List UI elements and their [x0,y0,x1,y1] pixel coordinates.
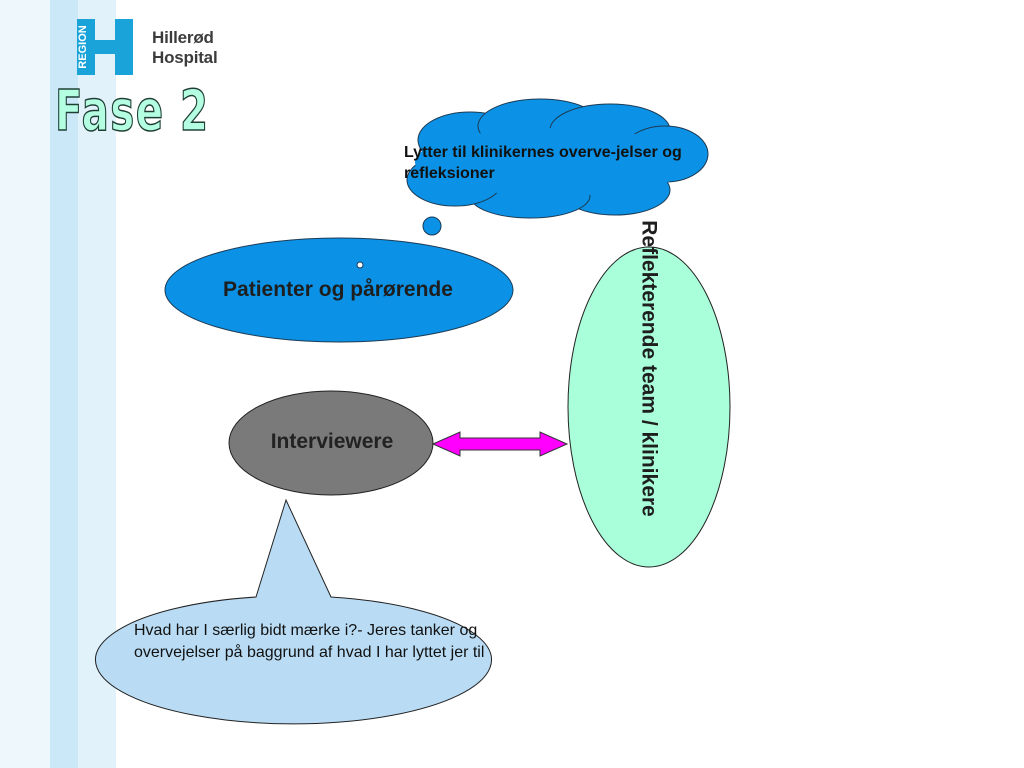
speech-bubble [95,498,492,725]
thought-cloud-fill [415,128,695,196]
patients-node [164,237,514,343]
logo-name-line2: Hospital [152,48,218,67]
interviewers-label: Interviewere [270,430,394,453]
background-stripe-mid [50,0,78,768]
logo-name-line1: Hillerød [152,28,214,47]
slide-title: Fase 2 [54,79,210,144]
reflecting-team-node [567,246,731,568]
double-arrow [431,431,569,457]
speech-bubble-text: Hvad har I særlig bidt mærke i?- Jeres t… [134,622,485,661]
region-logo-mark [77,19,133,75]
reflecting-team-label: Reflekterende team / klinikere [637,220,661,517]
patients-label: Patienter og pårørende [223,278,453,301]
thought-bubble-small-overlay [356,261,364,269]
logo-region-text: REGION [77,25,89,68]
thought-cloud-text: Lytter til klinikernes overve-jelser og … [404,144,682,182]
background-stripe-light [0,0,50,768]
interviewers-node [228,390,434,496]
thought-bubble-large [422,216,442,236]
